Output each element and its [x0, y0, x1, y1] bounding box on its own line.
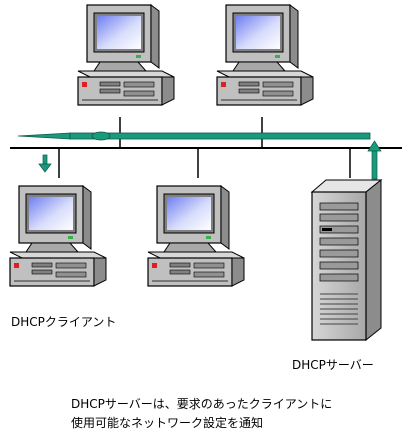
dhcp-server: [310, 178, 383, 342]
pc-top-left: [77, 4, 175, 106]
caption: DHCPサーバーは、要求のあったクライアントに 使用可能なネットワーク設定を通知: [71, 395, 332, 433]
broadcast-signal: [17, 131, 371, 141]
up-arrow-icon: [367, 140, 382, 180]
pc-bottom-middle: [147, 185, 245, 287]
caption-line-2: 使用可能なネットワーク設定を通知: [71, 416, 264, 430]
client-label: DHCPクライアント: [11, 315, 117, 329]
caption-line-1: DHCPサーバーは、要求のあったクライアントに: [71, 397, 333, 411]
server-label: DHCPサーバー: [292, 358, 374, 372]
pc-top-right: [216, 4, 314, 106]
pc-bottom-left: [9, 185, 107, 287]
down-arrow-icon: [38, 154, 52, 173]
